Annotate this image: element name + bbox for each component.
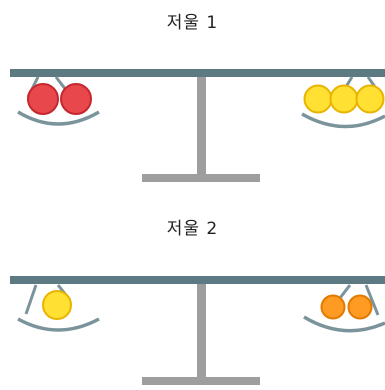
balance-scale — [10, 69, 385, 182]
right-ball-1 — [303, 84, 333, 114]
beam — [10, 69, 385, 77]
left-pan — [17, 76, 100, 126]
left-ball-1 — [27, 83, 59, 115]
right-ball-2 — [347, 294, 373, 320]
right-ball-1 — [320, 294, 346, 320]
right-pan-strings — [338, 284, 380, 316]
right-pan-dish — [303, 315, 385, 333]
stand-base — [142, 377, 260, 385]
left-pan-dish — [17, 317, 100, 332]
scale-1: 저울 1 — [10, 13, 385, 182]
scale-2: 저울 2 — [0, 205, 385, 390]
left-pan-dish — [17, 110, 100, 126]
right-ball-3 — [355, 84, 385, 114]
right-pan — [301, 76, 385, 129]
stand — [142, 76, 260, 182]
balance-scale — [10, 276, 385, 385]
stand-pole — [197, 281, 206, 381]
right-ball-2 — [329, 84, 359, 114]
beam — [10, 276, 385, 284]
stand-pole — [197, 76, 206, 180]
right-pan — [303, 284, 385, 333]
right-pan-dish — [301, 112, 385, 129]
left-ball-1 — [42, 290, 72, 320]
left-ball-2 — [60, 83, 92, 115]
left-pan — [17, 284, 100, 332]
scale-title: 저울 1 — [166, 13, 219, 33]
stand-base — [142, 174, 260, 182]
stand — [142, 281, 260, 385]
scale-title: 저울 2 — [166, 219, 219, 239]
